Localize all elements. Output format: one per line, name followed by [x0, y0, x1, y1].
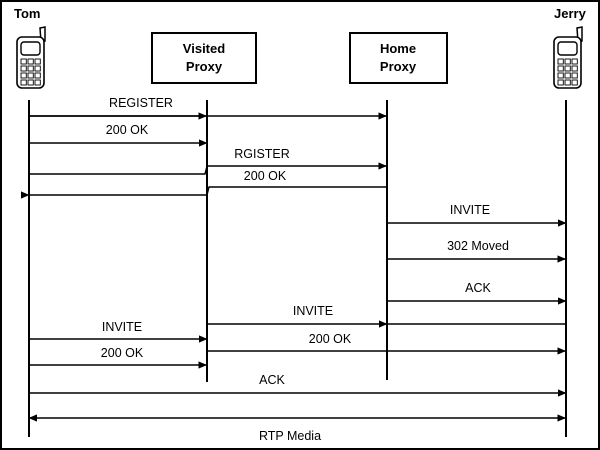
message-label: ACK — [465, 281, 491, 295]
message-200-ok-visited-to-tom: 200 OK — [29, 123, 208, 147]
message-ack-jerry-to-home: ACK — [387, 281, 567, 305]
actor-label-tom: Tom — [14, 6, 40, 21]
message-arrow — [29, 162, 387, 175]
message-label: INVITE — [102, 320, 142, 334]
mobile-phone-icon — [16, 26, 46, 89]
message-200-ok-home-to-tom: 200 OK — [21, 169, 387, 199]
actor-visited-proxy: Visited Proxy — [151, 32, 257, 84]
visited-proxy-label-line2: Proxy — [186, 59, 223, 74]
actor-jerry: Jerry — [553, 6, 587, 89]
actor-home-proxy: Home Proxy — [349, 32, 448, 84]
message-302-moved: 302 Moved — [387, 239, 566, 263]
message-label: REGISTER — [109, 96, 173, 110]
visited-proxy-box — [151, 32, 257, 84]
message-label: INVITE — [450, 203, 490, 217]
message-label: 200 OK — [106, 123, 149, 137]
message-200-ok-tom-to-visited: 200 OK — [29, 346, 207, 369]
message-label: 200 OK — [244, 169, 287, 183]
message-200-ok-visited-to-jerry: 200 OK — [207, 332, 566, 355]
actor-label-jerry: Jerry — [554, 6, 587, 21]
message-invite-home-to-visited: INVITE — [207, 304, 566, 328]
message-rgister: RGISTER — [29, 147, 387, 175]
home-proxy-label-line1: Home — [380, 41, 416, 56]
message-invite-visited-to-tom: INVITE — [29, 320, 208, 343]
message-label: INVITE — [293, 304, 333, 318]
home-proxy-label-line2: Proxy — [380, 59, 417, 74]
message-label: 302 Moved — [447, 239, 509, 253]
message-rtp-media: RTP Media — [28, 414, 566, 443]
message-label: 200 OK — [101, 346, 144, 360]
message-arrow — [21, 186, 387, 199]
message-label: RTP Media — [259, 429, 321, 443]
message-label: 200 OK — [309, 332, 352, 346]
message-label: ACK — [259, 373, 285, 387]
actor-tom: Tom — [14, 6, 46, 89]
message-invite-jerry-to-home: INVITE — [387, 203, 567, 227]
message-register: REGISTER — [29, 96, 387, 120]
message-ack-jerry-to-tom: ACK — [29, 373, 567, 397]
visited-proxy-label-line1: Visited — [183, 41, 225, 56]
message-label: RGISTER — [234, 147, 290, 161]
mobile-phone-icon — [553, 26, 583, 89]
home-proxy-box — [349, 32, 448, 84]
